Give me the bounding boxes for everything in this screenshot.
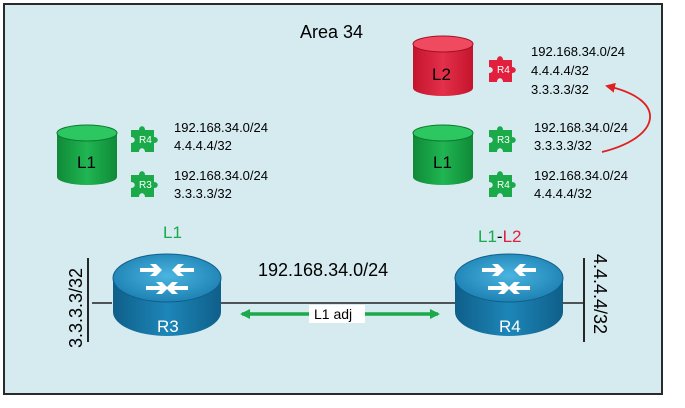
router-r3-name: R3 [157,317,179,336]
r4-loopback-label: 4.4.4.4/32 [590,254,610,334]
lsp-line: 3.3.3.3/32 [531,82,589,97]
database-icon [413,133,473,185]
puzzle-router-label: R4 [497,180,510,191]
r3-loopback-label: 3.3.3.3/32 [66,268,86,348]
lsp-line: 192.168.34.0/24 [174,120,268,135]
lsp-line: 3.3.3.3/32 [534,138,592,153]
left-db-entry-r3: R3 192.168.34.0/24 3.3.3.3/32 [131,168,268,201]
right-l1-entry-r4: R4 192.168.34.0/24 4.4.4.4/32 [489,168,628,201]
puzzle-router-label: R4 [497,65,510,76]
right-l1-database: L1 [412,124,474,185]
left-db-entry-r4: R4 192.168.34.0/24 4.4.4.4/32 [131,120,268,153]
router-r4-level: L1-L2 [478,227,522,246]
lsp-line: 4.4.4.4/32 [174,138,232,153]
lsp-line: 4.4.4.4/32 [531,63,589,78]
puzzle-router-label: R4 [139,135,152,146]
router-r4-level-l1: L1 [478,227,497,246]
area-title: Area 34 [300,22,363,42]
router-r3-level: L1 [163,223,182,242]
left-db-label: L1 [77,153,96,172]
right-l1-entry-r3: R3 192.168.34.0/24 3.3.3.3/32 [489,120,628,153]
redistribution-arrow [601,82,651,153]
router-r4[interactable]: R4 [454,253,564,336]
router-r4-level-sep: - [497,227,503,246]
link-subnet: 192.168.34.0/24 [258,260,388,280]
database-icon [413,44,473,96]
right-l2-db-label: L2 [432,65,451,84]
router-arrows-icon [482,264,536,294]
lsp-line: 3.3.3.3/32 [174,186,232,201]
lsp-line: 192.168.34.0/24 [534,120,628,135]
router-r4-level-l2: L2 [503,227,522,246]
lsp-line: 192.168.34.0/24 [534,168,628,183]
router-arrows-icon [140,264,194,294]
router-r3[interactable]: R3 [112,253,222,336]
adjacency-label: L1 adj [314,306,352,322]
right-l1-db-label: L1 [433,153,452,172]
lsp-line: 192.168.34.0/24 [174,168,268,183]
adjacency-label-bg [309,305,365,323]
lsp-line: 4.4.4.4/32 [534,186,592,201]
area-box [3,3,663,395]
right-l2-database: L2 [412,35,474,96]
router-r4-name: R4 [499,317,521,336]
left-l1-database: L1 [56,124,118,185]
puzzle-router-label: R3 [139,180,152,191]
right-l2-entry-r4: R4 192.168.34.0/24 4.4.4.4/32 3.3.3.3/32 [489,44,625,97]
puzzle-router-label: R3 [497,135,510,146]
lsp-line: 192.168.34.0/24 [531,44,625,59]
database-icon [57,133,117,185]
